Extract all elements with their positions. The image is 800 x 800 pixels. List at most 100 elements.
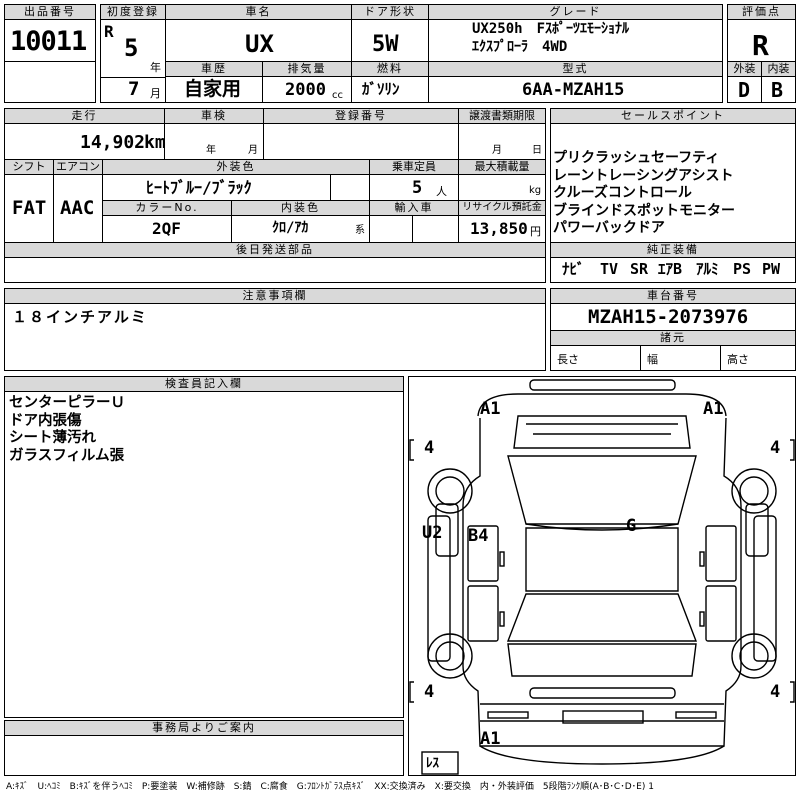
era: R — [104, 22, 114, 41]
chassis-number: MZAH15-2073976 — [588, 306, 749, 328]
spare-tire: ﾚｽ — [426, 756, 439, 771]
div-v2 — [263, 123, 264, 159]
sales-points-label: セールスポイント — [550, 108, 796, 124]
displacement-unit: cc — [332, 90, 343, 101]
sales-point-item: クルーズコントロール — [553, 185, 692, 201]
year-unit: 年 — [150, 61, 161, 74]
damage-rear-door-left: B4 — [468, 526, 489, 546]
tire-front-right: 4 — [770, 438, 781, 458]
inspector-notes: センターピラーＵ ドア内張傷 シート薄汚れ ガラスフィルム張 — [9, 395, 125, 465]
registration-month: 7 — [128, 78, 140, 100]
model-box — [428, 76, 723, 103]
car-name-label: 車名 — [165, 4, 352, 20]
interior-color-label: 内装色 — [231, 200, 370, 216]
div-v9 — [231, 215, 232, 242]
spec-div1 — [640, 345, 641, 371]
displacement: 2000 — [285, 80, 326, 100]
ac-label: エアコン — [53, 159, 103, 175]
first-registration-label: 初度登録 — [100, 4, 166, 20]
lot-number-label: 出品番号 — [4, 4, 96, 20]
specs-label: 諸元 — [550, 330, 796, 346]
caution-label: 注意事項欄 — [4, 288, 546, 304]
office-label: 事務局よりご案内 — [4, 720, 404, 736]
inspector-note: ドア内張傷 — [9, 412, 82, 429]
capacity-unit: 人 — [436, 185, 447, 198]
lot-number-lower-box — [4, 61, 96, 103]
equipment-item: SR — [630, 260, 649, 278]
transfer-month-unit: 月 — [492, 145, 502, 156]
auction-score: R — [752, 29, 769, 62]
equipment-label: 純正装備 — [550, 242, 796, 258]
mileage: 14,902 — [80, 132, 146, 153]
capacity-label: 乗車定員 — [369, 159, 459, 175]
div-v3 — [458, 123, 459, 159]
interior-color: ｸﾛ/ｱｶ — [272, 220, 309, 236]
grade-line1: UX250h Fｽﾎﾟｰﾂｴﾓｰｼｮﾅﾙ — [472, 21, 630, 37]
exterior-grade: D — [738, 78, 751, 102]
equipment-item: ｱﾙﾐ — [696, 260, 719, 278]
div-v6 — [330, 174, 331, 200]
sales-point-item: ブラインドスポットモニター — [553, 202, 735, 219]
damage-pillar-left: U2 — [422, 523, 443, 543]
model-label: 型式 — [428, 61, 723, 77]
fuel-label: 燃料 — [351, 61, 429, 77]
transfer-day-unit: 日 — [532, 145, 542, 156]
color-number: 2QF — [152, 219, 181, 238]
div-v4 — [53, 174, 54, 242]
chassis-label: 車台番号 — [550, 288, 796, 304]
max-load-unit: kg — [529, 185, 542, 196]
equipment-item: PS — [733, 260, 752, 278]
inspection-label: 車検 — [164, 108, 264, 124]
damage-front-right: A1 — [703, 399, 724, 419]
score-label: 評価点 — [727, 4, 796, 20]
fuel-type: ｶﾞｿﾘﾝ — [362, 80, 400, 98]
recycle-fee: 13,850 — [470, 219, 528, 238]
width-label: 幅 — [647, 353, 658, 366]
tire-front-left: 4 — [424, 438, 435, 458]
exterior-label: 外装 — [727, 61, 762, 77]
inspector-note: ガラスフィルム張 — [9, 447, 125, 464]
equipment-item: ﾅﾋﾞ — [562, 260, 585, 278]
inspection-month-unit: 月 — [248, 145, 258, 156]
model-code: 6AA-MZAH15 — [522, 80, 625, 100]
recycle-unit: 円 — [530, 225, 541, 238]
damage-diagram-box — [408, 376, 796, 776]
shift-value: FAT — [12, 197, 47, 219]
car-name: UX — [245, 30, 274, 58]
damage-legend: A:ｷｽﾞ U:ﾍｺﾐ B:ｷｽﾞを伴うﾍｺﾐ P:要塗装 W:補修跡 S:錆 … — [6, 782, 654, 792]
sales-point-item: プリクラッシュセーフティ — [553, 150, 720, 166]
div-v7 — [369, 174, 370, 200]
interior-label: 内装 — [761, 61, 796, 77]
height-label: 高さ — [727, 353, 749, 366]
length-label: 長さ — [557, 353, 579, 366]
equipment-item: TV — [600, 260, 619, 278]
grade-line2: ｴｸｽﾌﾟﾛｰﾗ 4WD — [472, 39, 568, 55]
interior-box — [761, 76, 796, 103]
sales-points-list: プリクラッシュセーフティ レーントレーシングアシスト クルーズコントロール ブラ… — [553, 150, 735, 238]
recycle-label: リサイクル預託金 — [458, 200, 546, 216]
sales-point-item: パワーバックドア — [553, 220, 665, 236]
inspector-note: シート薄汚れ — [9, 430, 96, 446]
history-label: 車歴 — [165, 61, 263, 77]
exterior-color: ﾋｰﾄﾌﾞﾙｰ/ﾌﾞﾗｯｸ — [146, 178, 252, 197]
caution-text: １８インチアルミ — [12, 308, 148, 326]
equipment-item: ｴｱB — [658, 260, 683, 278]
sales-point-item: レーントレーシングアシスト — [553, 167, 734, 184]
grade-label: グレード — [428, 4, 723, 20]
reg-divider — [100, 77, 166, 78]
mileage-label: 走行 — [4, 108, 165, 124]
tire-rear-left: 4 — [424, 682, 435, 702]
color-number-label: カラーNo. — [102, 200, 232, 216]
tire-rear-right: 4 — [770, 682, 781, 702]
inspector-note: センターピラーＵ — [9, 395, 125, 411]
lot-number: 10011 — [10, 26, 87, 57]
transfer-deadline-label: 譲渡書類期限 — [458, 108, 546, 124]
mileage-unit: km — [144, 132, 166, 153]
month-unit: 月 — [150, 87, 161, 100]
inspector-label: 検査員記入欄 — [4, 376, 404, 392]
door-type: 5W — [372, 32, 399, 57]
registration-year: 5 — [124, 34, 139, 62]
door-label: ドア形状 — [351, 4, 429, 20]
damage-rear-bumper: A1 — [480, 729, 501, 749]
div-v10 — [369, 215, 370, 242]
